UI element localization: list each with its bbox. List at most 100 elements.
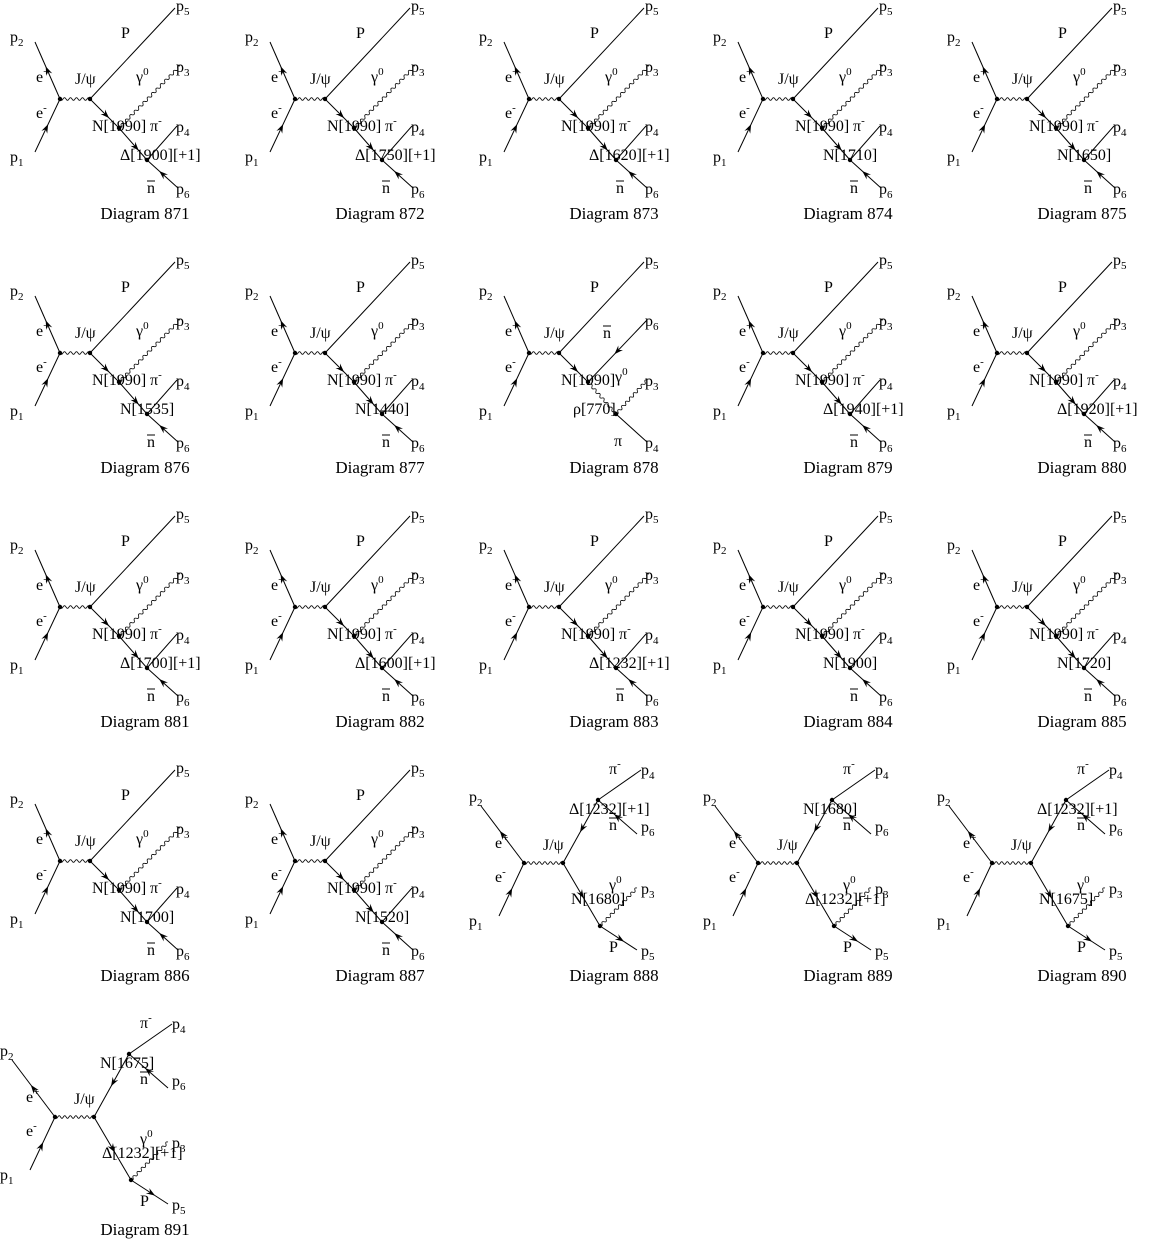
diagram-caption: Diagram 885: [1037, 712, 1126, 731]
diagram-caption: Diagram 874: [803, 204, 893, 223]
label-gamma: γ0: [1072, 320, 1086, 340]
label-electron: e-: [973, 102, 984, 122]
diagram-caption: Diagram 884: [803, 712, 893, 731]
diagram-caption: Diagram 890: [1037, 966, 1126, 985]
res2-propagator: [821, 381, 851, 415]
label-p1: p1: [937, 913, 951, 933]
label-res2: N[1520]: [355, 909, 409, 926]
pion-line: [128, 1023, 173, 1055]
label-gamma: γ0: [135, 828, 149, 848]
vertex: [1053, 379, 1059, 385]
label-boson: J/ψ: [1012, 579, 1033, 596]
res2-propagator: [1055, 381, 1085, 415]
label-p3: p3: [645, 373, 659, 393]
vertex: [292, 604, 298, 610]
photon-line: [118, 65, 181, 129]
label-p3: p3: [645, 567, 659, 587]
label-p1: p1: [479, 403, 493, 423]
label-pion: π: [614, 433, 622, 450]
res1-propagator: [89, 860, 120, 891]
label-p5: p5: [176, 252, 190, 272]
label-pion: π-: [385, 115, 397, 135]
label-P: P: [356, 533, 365, 550]
label-p3: p3: [879, 313, 893, 333]
label-pion: π-: [843, 758, 855, 778]
res2-propagator: [353, 381, 383, 415]
label-p1: p1: [245, 911, 259, 931]
label-p6: p6: [879, 435, 893, 455]
label-p6: p6: [411, 689, 425, 709]
label-p3: p3: [176, 59, 190, 79]
label-res2: ρ[770]: [573, 401, 616, 418]
label-positron: e+: [26, 1086, 39, 1106]
vertex: [994, 350, 1000, 356]
vertex: [526, 350, 532, 356]
label-P: P: [121, 279, 130, 296]
label-p6: p6: [172, 1073, 186, 1093]
label-boson: J/ψ: [777, 837, 798, 854]
label-p5: p5: [411, 252, 425, 272]
arrow-icon: [1082, 814, 1091, 823]
label-p2: p2: [713, 29, 727, 49]
arrow-icon: [1067, 649, 1076, 659]
label-P: P: [609, 939, 618, 956]
proton-line-out: [1067, 925, 1106, 951]
vertex: [322, 604, 328, 610]
label-p6: p6: [875, 819, 889, 839]
label-positron: e+: [505, 66, 518, 86]
label-p6: p6: [1113, 181, 1127, 201]
label-antineutron: n: [147, 180, 155, 197]
label-p5: p5: [176, 0, 190, 18]
label-res1: N[1990]: [92, 372, 146, 389]
arrow-icon: [733, 830, 742, 841]
vertex: [613, 411, 619, 417]
label-res2: Δ[1620][+1]: [589, 147, 670, 164]
label-p6: p6: [645, 181, 659, 201]
label-res2: Δ[1920][+1]: [1057, 401, 1138, 418]
arrow-icon: [100, 363, 110, 373]
label-p1: p1: [713, 149, 727, 169]
vertex: [760, 604, 766, 610]
label-p5: p5: [641, 943, 655, 963]
arrow-icon: [833, 649, 842, 659]
label-p6: p6: [411, 181, 425, 201]
proton-line-out: [324, 515, 411, 608]
label-res2: Δ[1700][+1]: [120, 655, 201, 672]
label-boson: J/ψ: [1012, 325, 1033, 342]
label-p5: p5: [1113, 0, 1127, 18]
vertex: [351, 887, 357, 893]
label-antineutron: n: [382, 434, 390, 451]
label-p3: p3: [641, 881, 655, 901]
proton-line-out: [1026, 261, 1113, 354]
vertex: [794, 860, 800, 866]
label-p6: p6: [176, 689, 190, 709]
label-antineutron: n: [1084, 180, 1092, 197]
label-p2: p2: [245, 29, 259, 49]
proton-line-out: [89, 515, 176, 608]
res1-propagator: [558, 606, 589, 637]
label-boson: J/ψ: [310, 833, 331, 850]
label-res1: N[1680]: [803, 801, 857, 818]
label-pion: π-: [619, 115, 631, 135]
arrow-icon: [599, 649, 608, 659]
proton-line-out: [89, 769, 176, 862]
vertex: [1053, 125, 1059, 131]
arrow-icon: [814, 822, 822, 833]
photon-line: [821, 65, 884, 129]
arrow-icon: [614, 814, 623, 823]
label-electron: e-: [739, 610, 750, 630]
label-positron: e+: [739, 320, 752, 340]
pion-line: [381, 125, 413, 161]
jpsi-propagator: [294, 97, 326, 101]
photon-line: [1055, 573, 1118, 637]
arrow-icon: [499, 830, 508, 841]
res1-propagator: [792, 352, 823, 383]
label-pion: π-: [385, 369, 397, 389]
